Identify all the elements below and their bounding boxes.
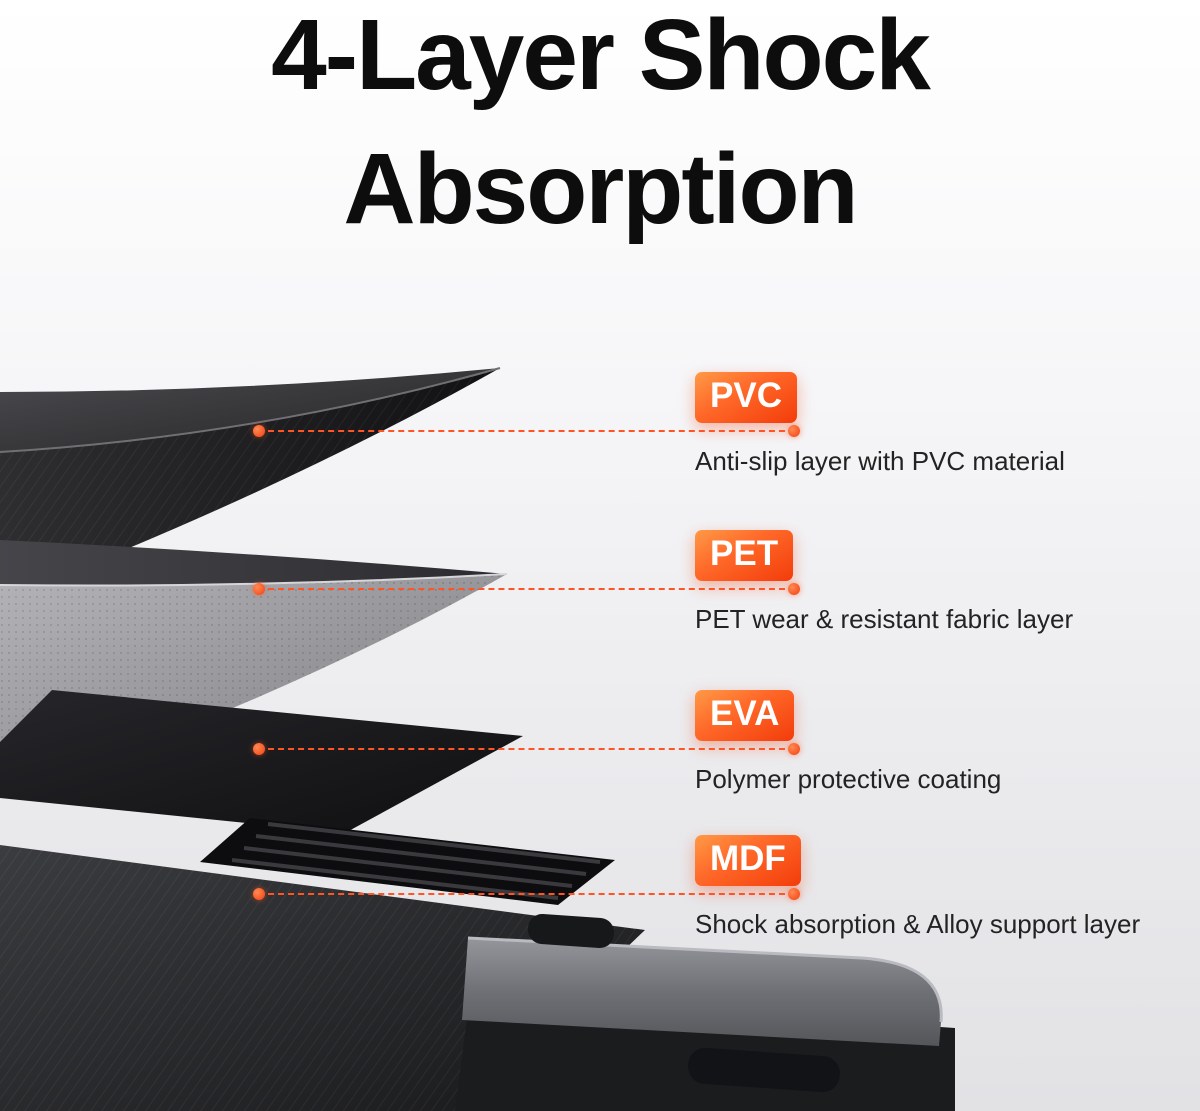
page-title: 4-Layer Shock Absorption [0,0,1200,256]
connector-line [253,743,800,755]
connector-dot-left [253,888,265,900]
connector-dot-right [788,425,800,437]
layer-badge-eva: EVA [695,690,795,741]
pvc-sheet-graphic [0,367,501,600]
connector-dot-left [253,425,265,437]
layer-badge-mdf: MDF [695,835,801,886]
mdf-base-graphic [0,818,955,1111]
layer-description-pet: PET wear & resistant fabric layer [695,604,1074,634]
connector-dot-right [788,888,800,900]
eva-sheet-graphic [0,690,523,833]
page-title-line1: 4-Layer Shock [271,0,931,111]
connector-dot-right [788,743,800,755]
layer-description-eva: Polymer protective coating [695,764,1002,794]
connector-dot-left [253,583,265,595]
page-title-line2: Absorption [343,133,858,245]
connector-line [253,583,800,595]
connector-dot-right [788,583,800,595]
connector-dot-left [253,743,265,755]
layer-badge-pvc: PVC [695,372,797,423]
layer-description-mdf: Shock absorption & Alloy support layer [695,909,1141,939]
connector-line [253,425,800,437]
layer-description-pvc: Anti-slip layer with PVC material [695,446,1065,476]
connector-line [253,888,800,900]
layer-badge-pet: PET [695,530,794,581]
